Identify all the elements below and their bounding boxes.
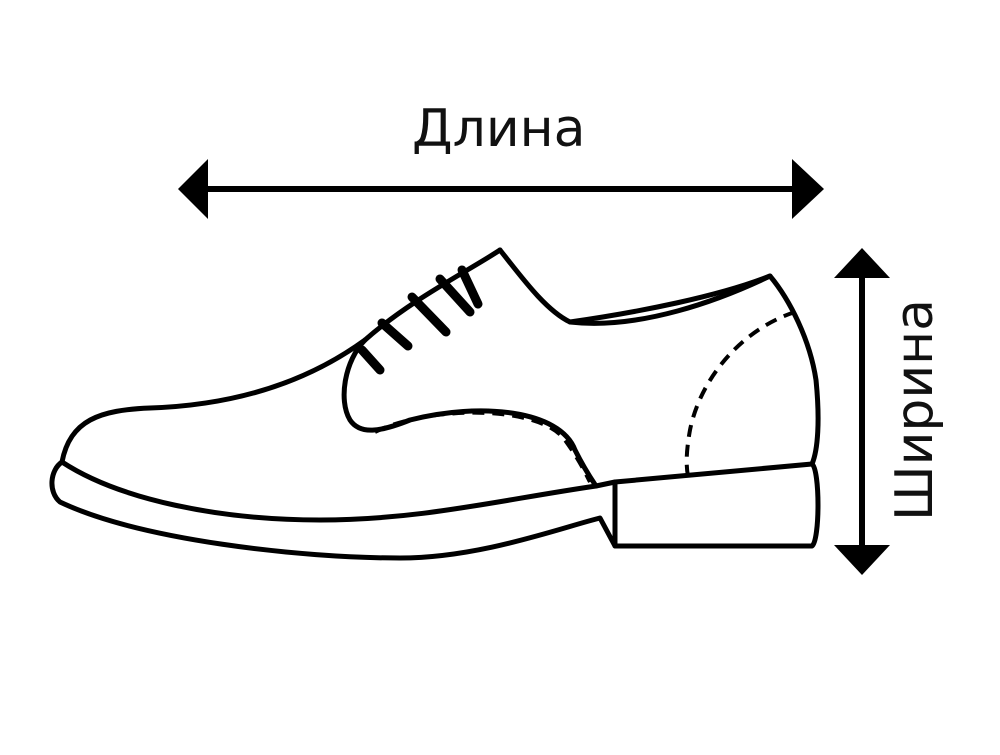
- shoe-collar-inner: [567, 273, 773, 325]
- shoe-lace-1: [357, 345, 385, 375]
- shoe-icon: [49, 247, 821, 561]
- width-arrow-bottom-head: [834, 545, 890, 575]
- shoe-quarter-panel: [341, 337, 599, 489]
- width-arrow: [834, 248, 890, 575]
- length-arrow: [178, 159, 824, 219]
- shoe-lace-4: [435, 274, 475, 317]
- shoe-sole: [49, 459, 821, 561]
- shoe-lace-2: [377, 318, 413, 351]
- shoe-stitching-heel: [684, 310, 796, 477]
- length-label: Длина: [412, 99, 586, 159]
- width-arrow-top-head: [834, 248, 890, 278]
- shoe-lace-3: [407, 292, 451, 337]
- length-arrow-left-head: [178, 159, 208, 219]
- shoe-collar: [497, 247, 821, 467]
- length-arrow-right-head: [792, 159, 824, 219]
- shoe-lace-5: [457, 265, 483, 309]
- shoe-stitching-quarter: [374, 410, 592, 483]
- width-label: Ширина: [885, 298, 945, 522]
- shoe-vamp: [59, 247, 503, 465]
